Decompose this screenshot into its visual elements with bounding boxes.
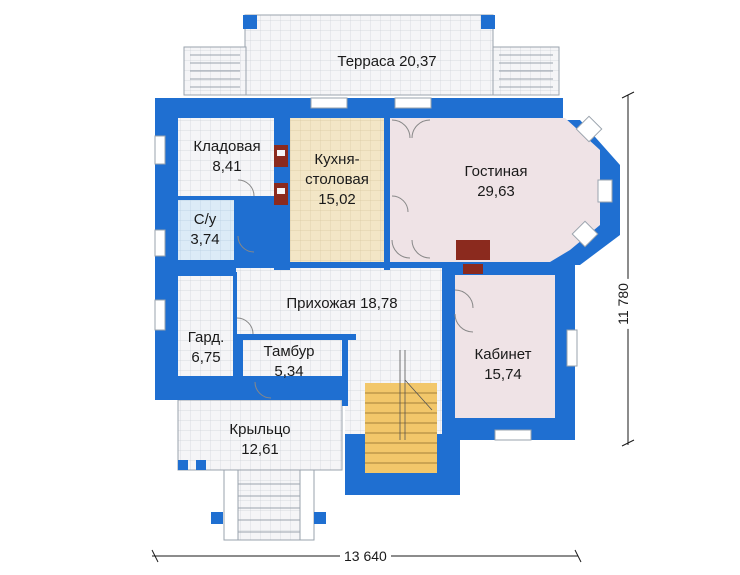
kitchen-name-line2: столовая — [305, 171, 369, 188]
porch-area: 12,61 — [241, 441, 279, 458]
terrace-label: Терраса 20,37 — [337, 52, 436, 72]
depth-dimension: 11 780 — [614, 279, 631, 329]
storage-area: 8,41 — [212, 158, 242, 175]
living-label: Гостиная 29,63 — [465, 162, 528, 202]
doors — [236, 119, 474, 399]
kitchen-name-line1: Кухня- — [314, 151, 360, 168]
kitchen-area: 15,02 — [318, 191, 356, 208]
bath-name: С/у — [193, 211, 217, 228]
fireplace — [274, 145, 490, 274]
windows — [154, 97, 613, 441]
office-area: 15,74 — [484, 366, 522, 383]
vestibule-area: 5,34 — [274, 363, 304, 380]
living-name: Гостиная — [464, 163, 528, 180]
bath-area: 3,74 — [190, 231, 220, 248]
terrace — [183, 14, 560, 96]
vestibule-name: Тамбур — [263, 343, 315, 360]
wardrobe-area: 6,75 — [191, 349, 221, 366]
bath-label: С/у 3,74 — [190, 210, 219, 250]
living-area: 29,63 — [477, 183, 515, 200]
hall-label: Прихожая 18,78 — [286, 294, 397, 314]
storage-label: Кладовая 8,41 — [193, 137, 260, 177]
porch-label: Крыльцо 12,61 — [229, 420, 290, 460]
entrance-steps — [178, 460, 326, 541]
kitchen-label: Кухня- столовая 15,02 — [305, 150, 369, 210]
office-label: Кабинет 15,74 — [474, 345, 531, 385]
hall-name: Прихожая — [286, 295, 356, 312]
terrace-name: Терраса — [337, 53, 395, 70]
vestibule-label: Тамбур 5,34 — [264, 342, 315, 382]
wardrobe-label: Гард. 6,75 — [188, 328, 225, 368]
width-dimension: 13 640 — [340, 548, 391, 564]
terrace-area: 20,37 — [399, 53, 437, 70]
wardrobe-name: Гард. — [187, 329, 225, 346]
office-name: Кабинет — [474, 346, 532, 363]
room-floors — [177, 118, 600, 473]
porch-name: Крыльцо — [229, 421, 291, 438]
stairs — [365, 350, 437, 464]
hall-area: 18,78 — [360, 295, 398, 312]
storage-name: Кладовая — [193, 138, 261, 155]
